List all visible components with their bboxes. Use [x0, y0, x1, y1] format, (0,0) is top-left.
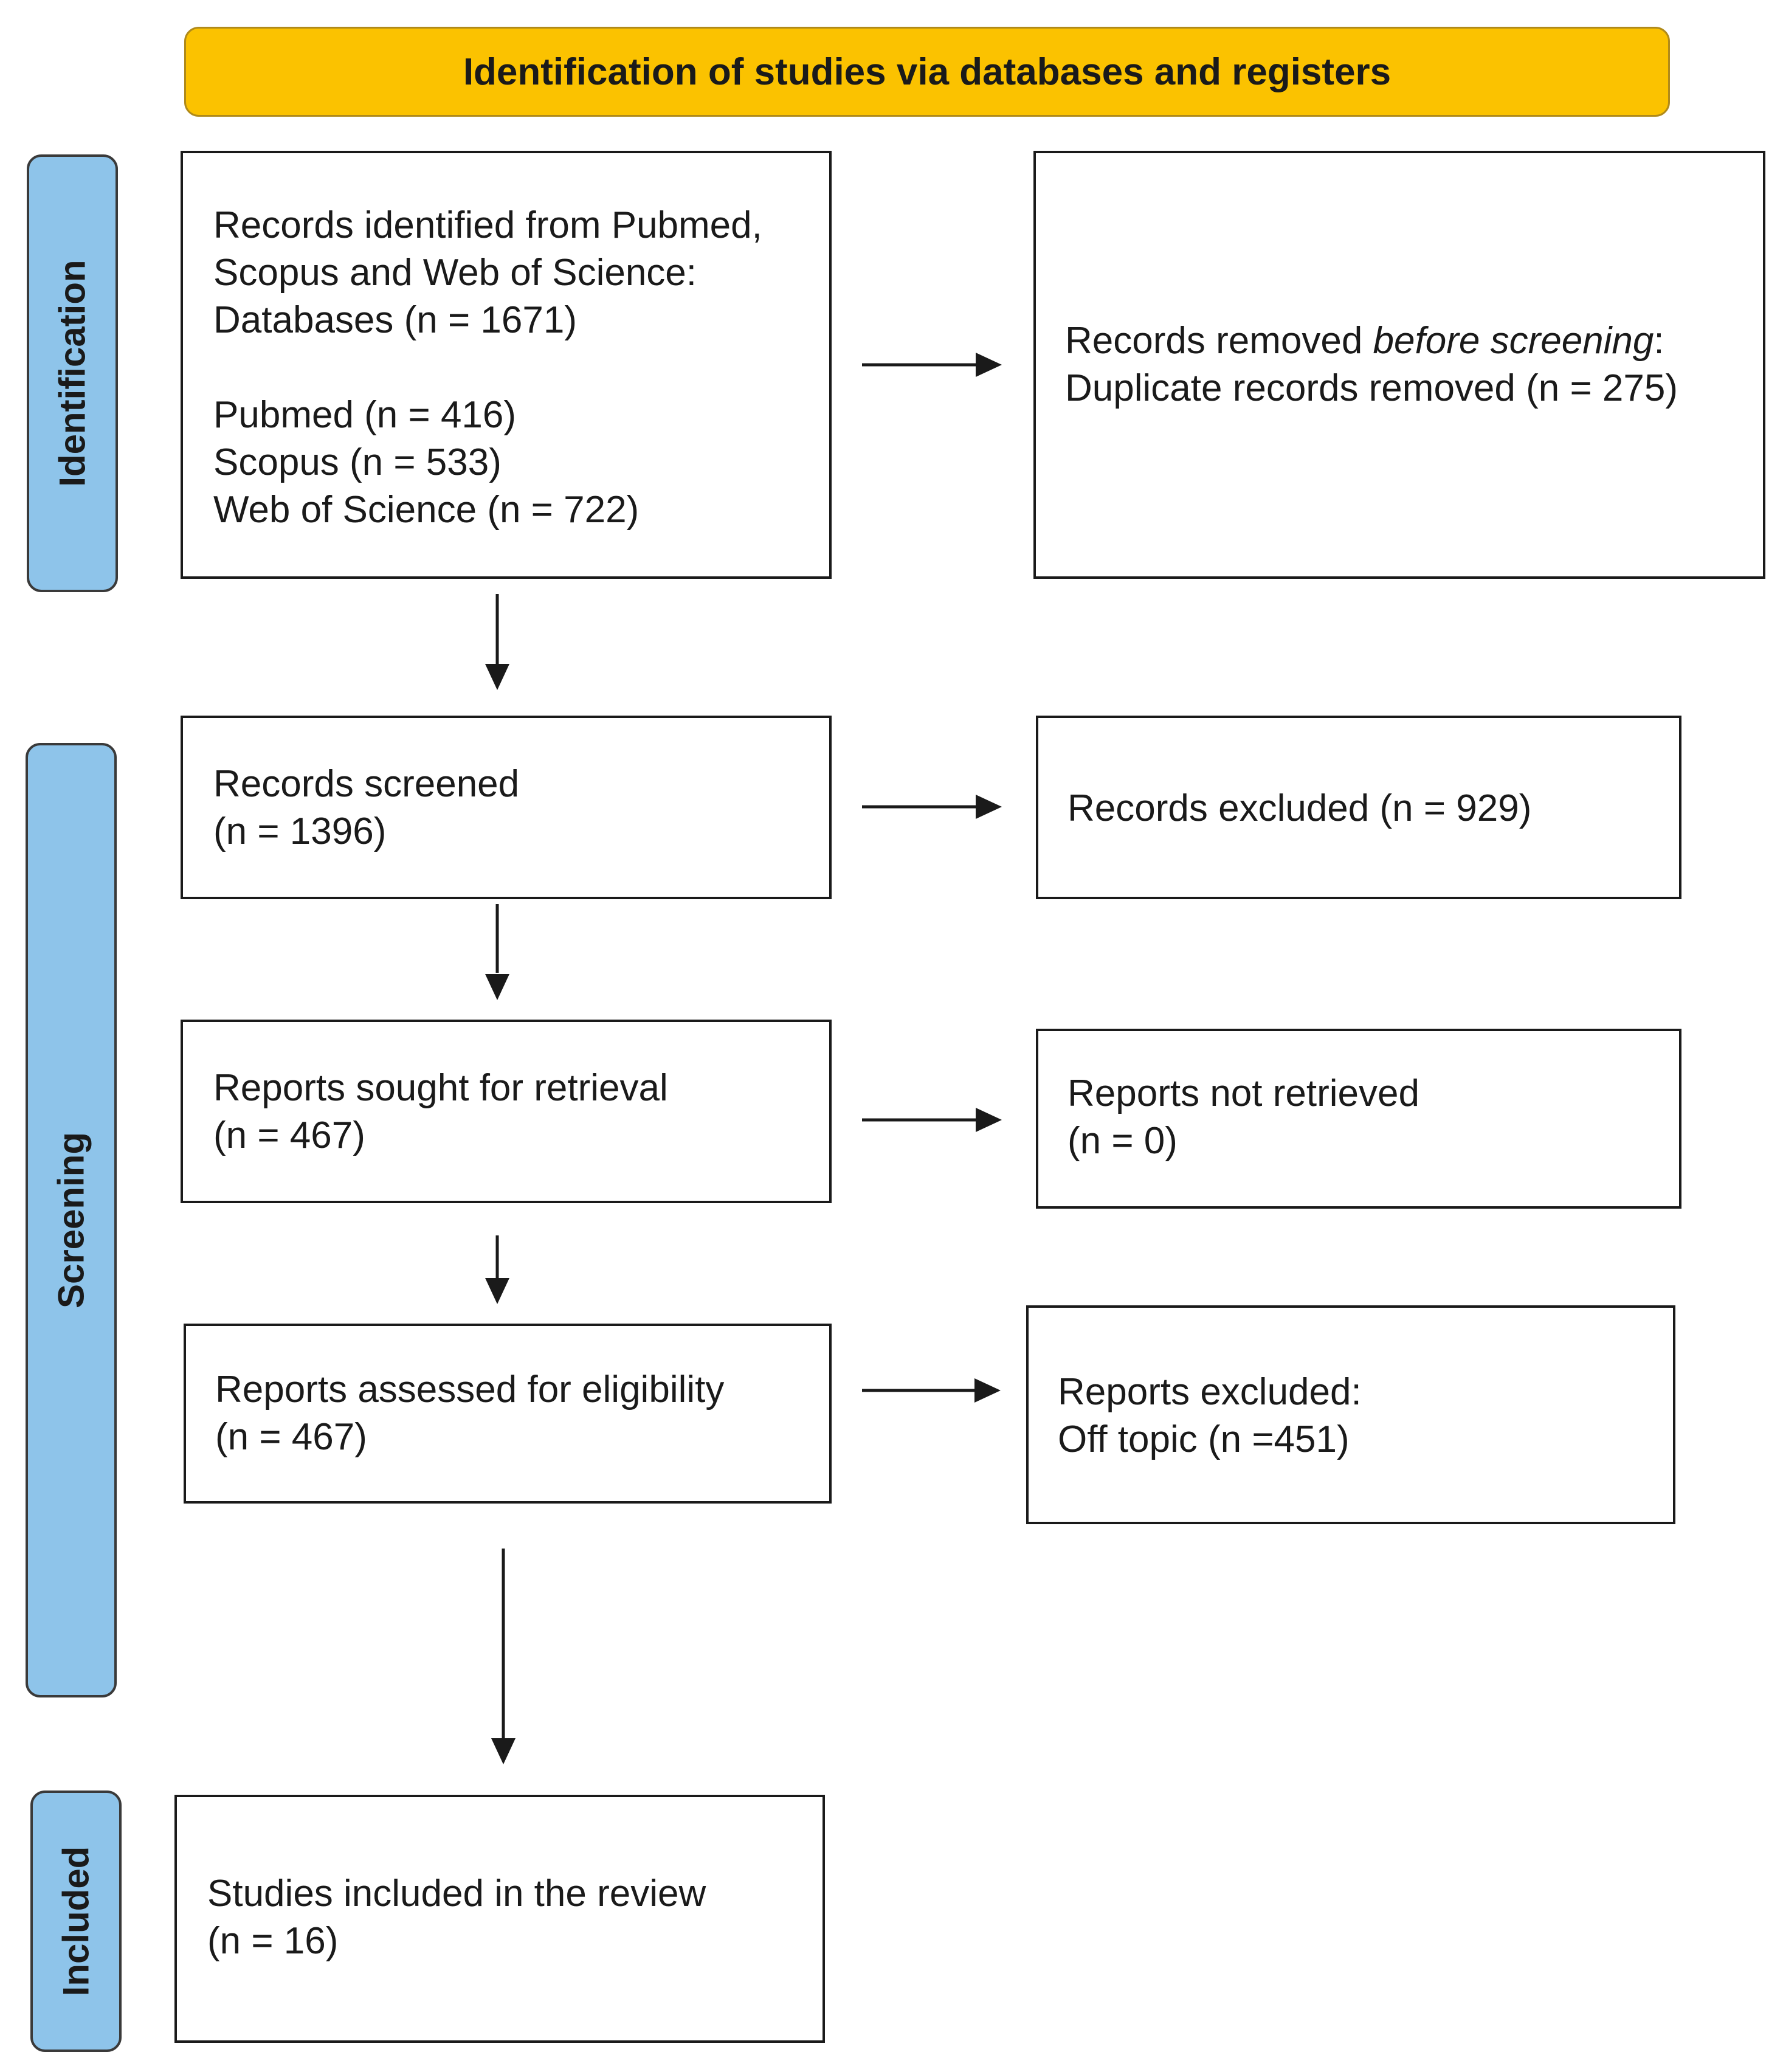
arrowhead-assessed-to-excluded — [974, 1378, 1001, 1403]
studies-included-line1: Studies included in the review — [207, 1873, 706, 1915]
arrowhead-assessed-to-included — [491, 1738, 516, 1764]
records-identified-line3: Databases (n = 1671) — [213, 299, 577, 341]
reports-sought-line1: Reports sought for retrieval — [213, 1067, 668, 1109]
records-removed-prefix: Records removed — [1065, 320, 1373, 362]
reports-assessed-text: Reports assessed for eligibility (n = 46… — [215, 1366, 724, 1461]
records-identified-line2: Scopus and Web of Science: — [213, 252, 697, 294]
reports-sought-text: Reports sought for retrieval (n = 467) — [213, 1065, 668, 1159]
arrowhead-identified-to-removed — [976, 353, 1002, 377]
arrowhead-screened-to-excluded — [976, 795, 1002, 819]
studies-included-line2: (n = 16) — [207, 1920, 339, 1962]
records-identified-scopus: Scopus (n = 533) — [213, 441, 502, 483]
reports-assessed-box: Reports assessed for eligibility (n = 46… — [184, 1324, 832, 1504]
arrowhead-sought-to-assessed — [485, 1278, 509, 1304]
records-removed-line1: Records removed before screening: — [1065, 317, 1678, 365]
phase-included: Included — [30, 1791, 122, 2052]
records-screened-text: Records screened (n = 1396) — [213, 761, 519, 855]
records-identified-wos: Web of Science (n = 722) — [213, 489, 640, 531]
records-excluded-box: Records excluded (n = 929) — [1036, 716, 1681, 899]
reports-not-retrieved-box: Reports not retrieved (n = 0) — [1036, 1029, 1681, 1209]
records-identified-box: Records identified from Pubmed, Scopus a… — [181, 151, 832, 579]
records-removed-text: Records removed before screening: Duplic… — [1065, 317, 1678, 412]
reports-not-retrieved-text: Reports not retrieved (n = 0) — [1067, 1070, 1419, 1165]
studies-included-box: Studies included in the review (n = 16) — [174, 1795, 825, 2043]
reports-excluded-line2: Off topic (n =451) — [1058, 1418, 1350, 1460]
records-screened-line1: Records screened — [213, 763, 520, 805]
records-identified-line1: Records identified from Pubmed, — [213, 204, 762, 246]
arrowhead-sought-to-not-retrieved — [976, 1108, 1002, 1132]
reports-assessed-line1: Reports assessed for eligibility — [215, 1369, 725, 1411]
reports-sought-box: Reports sought for retrieval (n = 467) — [181, 1020, 832, 1203]
records-removed-italic: before screening — [1373, 320, 1654, 362]
studies-included-text: Studies included in the review (n = 16) — [207, 1870, 706, 1965]
records-identified-pubmed: Pubmed (n = 416) — [213, 394, 517, 436]
records-screened-line2: (n = 1396) — [213, 810, 387, 852]
phase-identification: Identification — [27, 154, 118, 592]
reports-excluded-box: Reports excluded: Off topic (n =451) — [1026, 1305, 1675, 1524]
reports-not-retrieved-line1: Reports not retrieved — [1067, 1072, 1419, 1114]
records-screened-box: Records screened (n = 1396) — [181, 716, 832, 899]
records-excluded-line1: Records excluded (n = 929) — [1067, 787, 1532, 829]
reports-sought-line2: (n = 467) — [213, 1114, 365, 1156]
records-removed-box: Records removed before screening: Duplic… — [1033, 151, 1765, 579]
records-removed-suffix: : — [1654, 320, 1664, 362]
reports-not-retrieved-line2: (n = 0) — [1067, 1120, 1178, 1162]
records-identified-text: Records identified from Pubmed, Scopus a… — [213, 202, 762, 534]
records-removed-line2: Duplicate records removed (n = 275) — [1065, 367, 1678, 409]
header-banner: Identification of studies via databases … — [184, 27, 1670, 117]
reports-excluded-text: Reports excluded: Off topic (n =451) — [1058, 1369, 1362, 1463]
header-title: Identification of studies via databases … — [463, 50, 1392, 93]
phase-screening: Screening — [26, 743, 117, 1697]
reports-excluded-line1: Reports excluded: — [1058, 1371, 1362, 1413]
arrowhead-identified-to-screened — [485, 664, 509, 690]
reports-assessed-line2: (n = 467) — [215, 1416, 367, 1458]
records-excluded-text: Records excluded (n = 929) — [1067, 785, 1531, 832]
arrowhead-screened-to-sought — [485, 974, 509, 1000]
